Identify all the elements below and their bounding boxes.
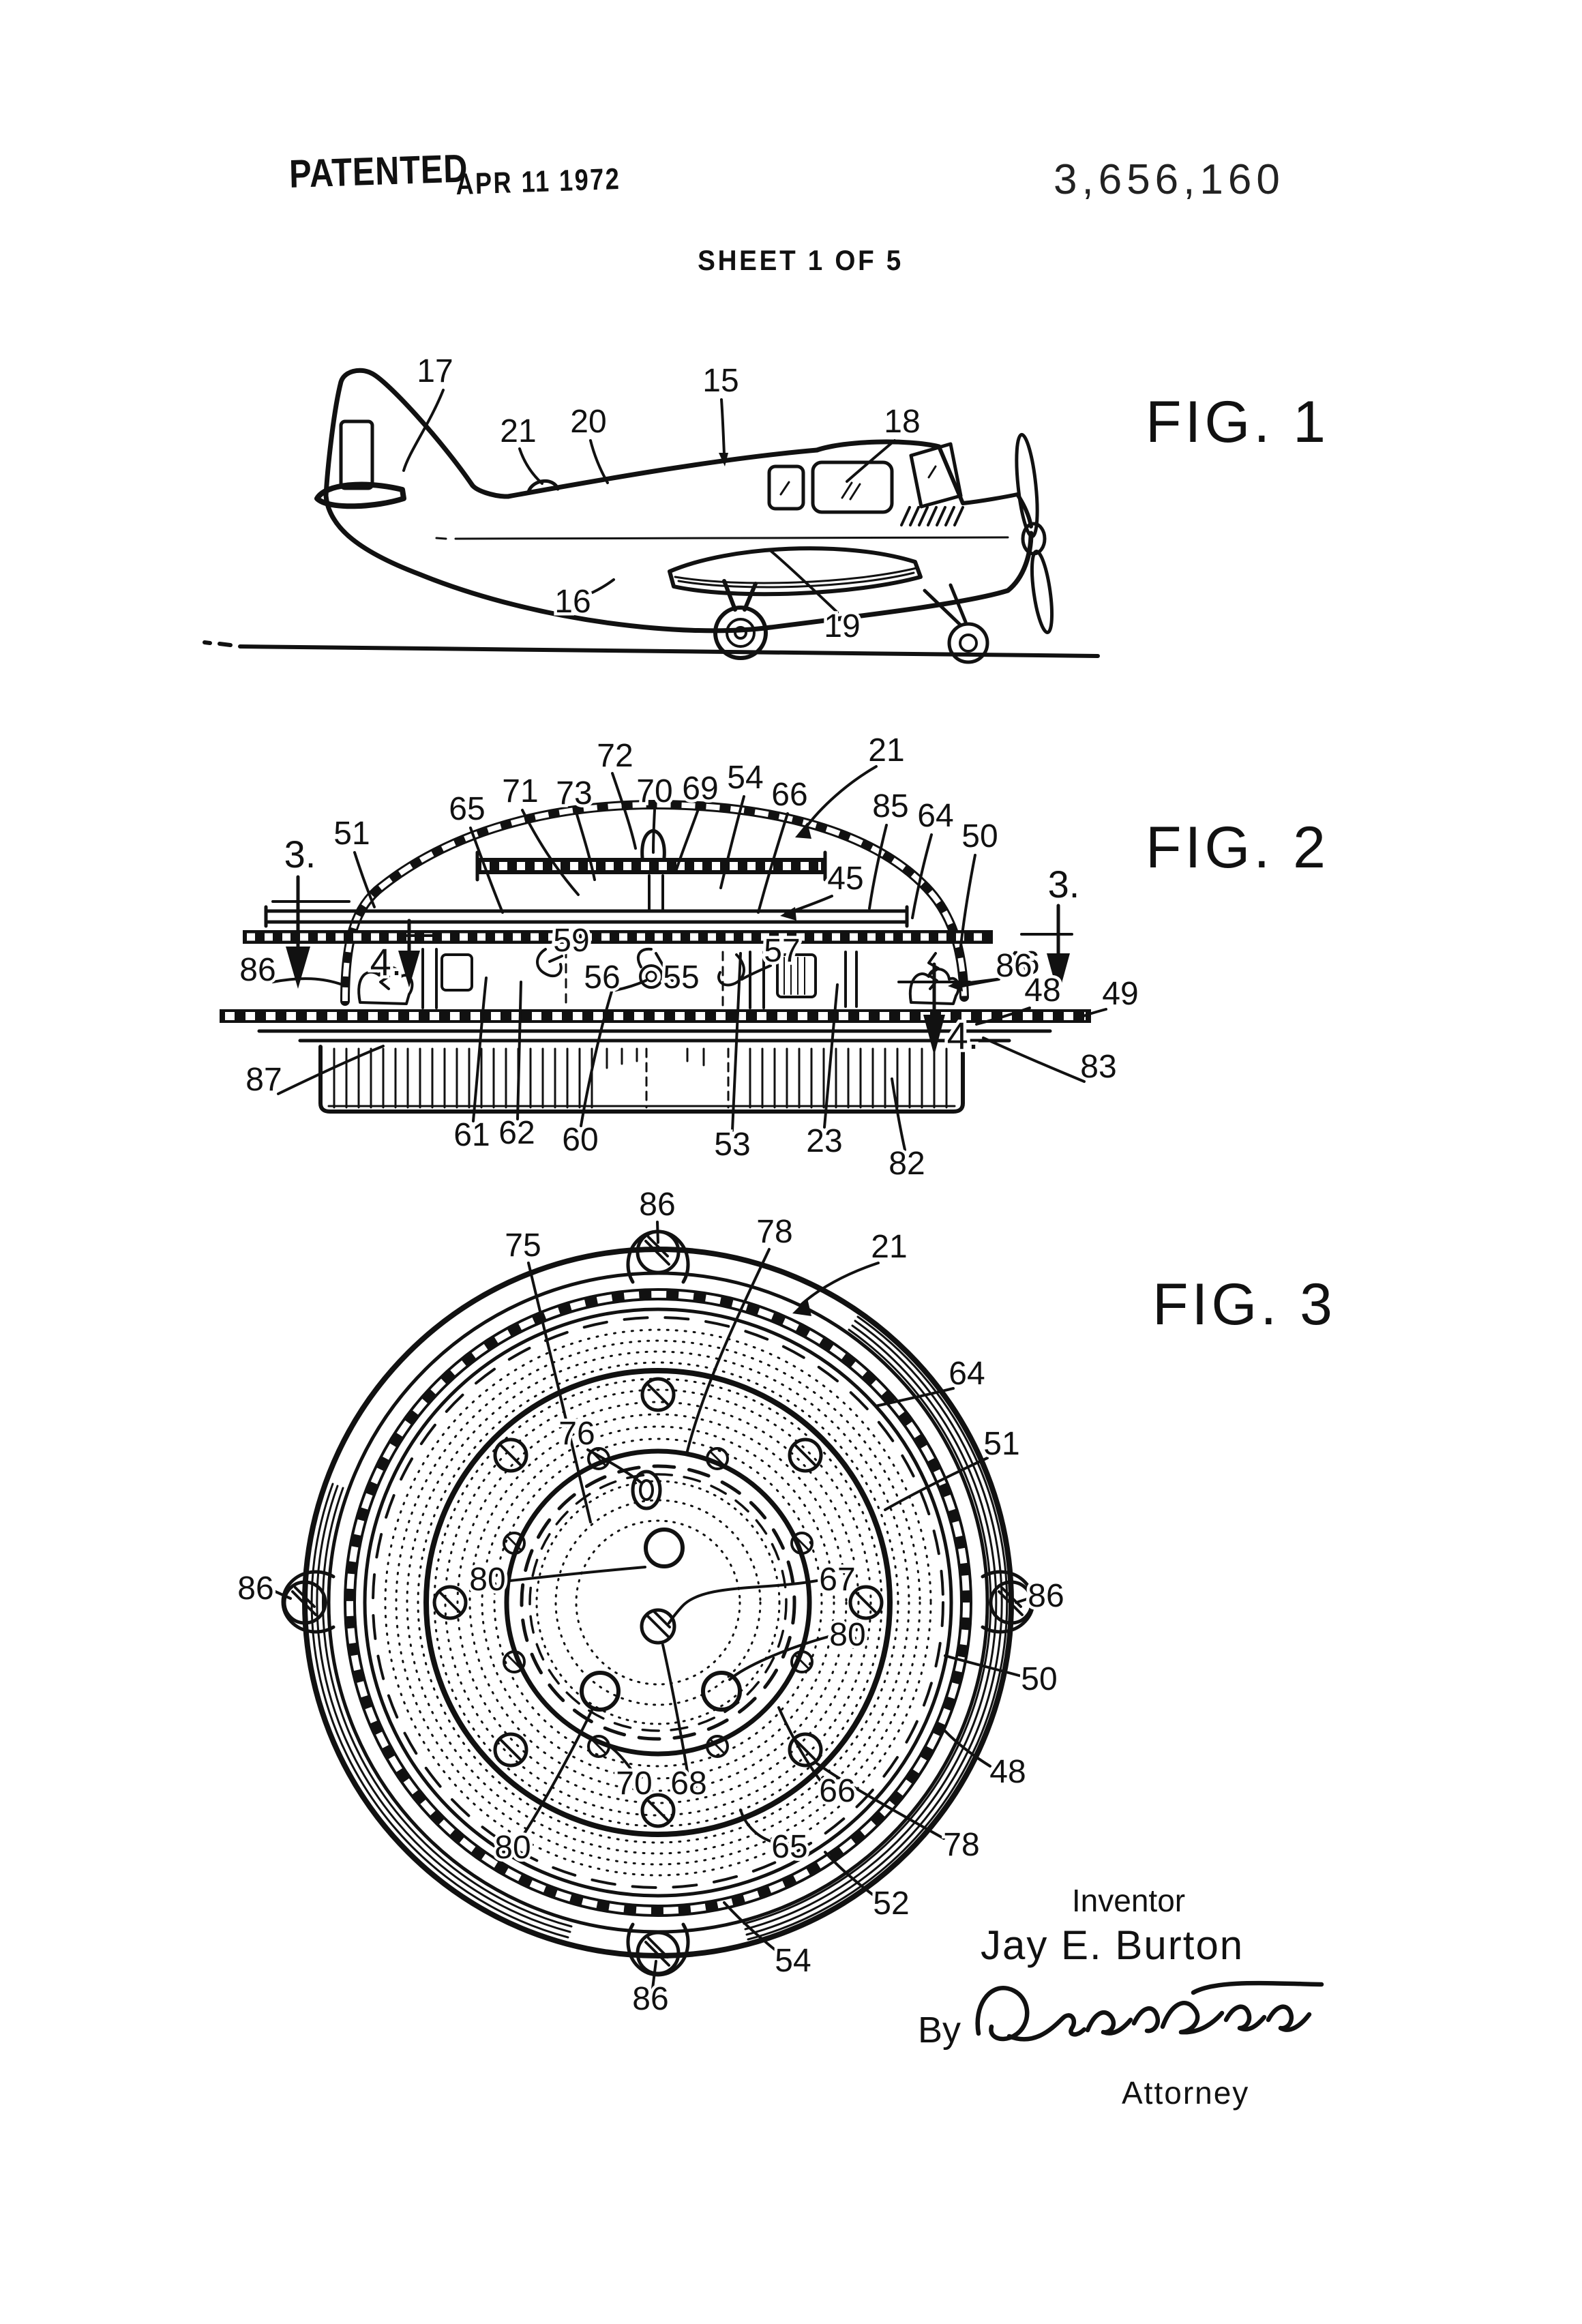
fig3-ref-label: 86 [632,1981,668,2017]
fig1-leader-lines [402,389,896,614]
fig1-ref-label: 16 [554,584,591,620]
fig2-ref-label: 50 [961,818,998,854]
fig3-ref-label: 80 [829,1617,865,1653]
fig3-plan-view-drawing: 86 75 78 21 64 51 76 80 67 80 86 86 66 5… [235,1184,1336,2021]
fig2-ref-label: 72 [597,738,633,774]
signature-strokes [975,1980,1324,2042]
fig1-airplane-drawing: 17 21 20 15 18 16 19 FIG. 1 [203,351,1329,664]
fig3-caption: FIG. 3 [1152,1272,1336,1337]
fig3-ref-label: 78 [943,1827,979,1863]
fig1-ref-label: 21 [500,413,536,449]
fig3-ref-label: 48 [989,1754,1026,1790]
fig3-ref-label: 80 [494,1830,531,1866]
fig2-ref-label: 69 [682,771,718,807]
fig1-ref-label: 20 [570,404,606,440]
fig3-bolt-screws [432,1377,884,1828]
fig1-ref-label: 18 [884,404,920,440]
fig3-ref-label: 68 [670,1766,706,1802]
fig2-ref-label: 66 [771,777,807,813]
fig2-ref-label: 49 [1102,976,1138,1012]
fig3-ref-label: 80 [469,1562,505,1598]
fig3-ref-label: 76 [558,1416,595,1452]
fig2-ref-label: 62 [498,1115,535,1151]
fig3-ref-label: 86 [1028,1578,1064,1614]
fig3-stipple-outer [384,1328,932,1877]
fig1-ref-label: 19 [824,608,860,644]
fig2-ref-label: 64 [917,798,953,834]
fig1-ref-label: 15 [702,363,738,399]
fig3-ref-label: 86 [237,1570,273,1607]
fig2-ref-label: 83 [1080,1049,1116,1085]
fig2-drum-ribs [333,1047,948,1109]
fig2-ref-label: 48 [1024,972,1060,1009]
fig2-ref-label: 82 [889,1146,925,1182]
fig3-ref-label: 50 [1021,1661,1057,1697]
fig2-section-4-label: 4. [370,940,402,983]
by-label: By [918,2010,961,2051]
sheet-label: SHEET 1 OF 5 [698,244,904,276]
fig2-ref-label: 71 [502,773,538,809]
fig2-caption: FIG. 2 [1146,815,1329,880]
fig2-ref-label: 60 [562,1122,598,1158]
fig3-leader-lines [274,1221,1030,1990]
fig3-ref-label: 21 [871,1229,907,1265]
fig2-ref-label: 53 [714,1127,750,1163]
fig3-ref-label: 54 [775,1943,811,1979]
attorney-label: Attorney [1122,2075,1250,2111]
fig2-ref-label: 70 [636,773,672,809]
fig2-section-3-label: 3. [284,833,316,876]
fig1-caption: FIG. 1 [1146,389,1329,455]
fig3-ref-label: 75 [505,1227,541,1264]
fig2-ref-label: 73 [556,775,592,811]
fig3-stipple-center [535,1480,781,1725]
fig3-ref-label: 66 [819,1773,855,1809]
fig2-ref-label: 61 [453,1117,490,1153]
inventor-name: Jay E. Burton [981,1922,1244,1968]
fig2-ref-label: 51 [333,816,370,852]
fig3-small-screws [503,1447,814,1758]
fig2-ref-label: 54 [727,760,763,796]
fig2-ref-label: 21 [868,732,904,769]
fig2-ref-label: 59 [553,923,589,959]
fig2-ref-label: 85 [872,788,908,824]
attorney-signature [968,1958,1337,2074]
fig2-ref-label: 45 [827,861,863,897]
fig2-ref-label: 56 [584,959,620,996]
fig2-ref-label: 46 [1003,945,1039,981]
fig3-ref-label: 70 [616,1766,652,1802]
fig3-ref-label: 52 [873,1886,909,1922]
inventor-label: Inventor [1071,1883,1186,1918]
fig2-ref-label: 86 [239,952,275,988]
fig2-ref-label: 55 [663,959,699,996]
fig3-ref-label: 78 [756,1214,792,1250]
fig3-ref-label: 67 [819,1562,855,1598]
fig2-section-arrows [271,875,1073,1056]
fig2-ref-label: 65 [449,791,485,827]
fig2-ref-label: 86 [996,948,1032,984]
fig3-ref-label: 64 [949,1356,985,1392]
fig2-ref-label: 57 [764,933,800,969]
fig2-ref-label: 23 [806,1123,842,1159]
fig3-ref-label: 51 [983,1426,1019,1462]
fig1-ref-label: 17 [417,353,453,389]
fig3-ref-label: 65 [771,1829,807,1865]
patent-number: 3,656,160 [1054,156,1285,203]
fig2-section-4-label: 4. [947,1014,979,1057]
fig2-leader-lines [271,765,1107,1151]
fig2-section-3-label: 3. [1048,863,1080,906]
fig2-cross-section-drawing: 72 71 73 70 69 54 66 21 85 64 50 65 51 3… [220,730,1329,1185]
fig3-ref-label: 86 [639,1187,675,1223]
fig2-ref-label: 87 [245,1062,282,1098]
